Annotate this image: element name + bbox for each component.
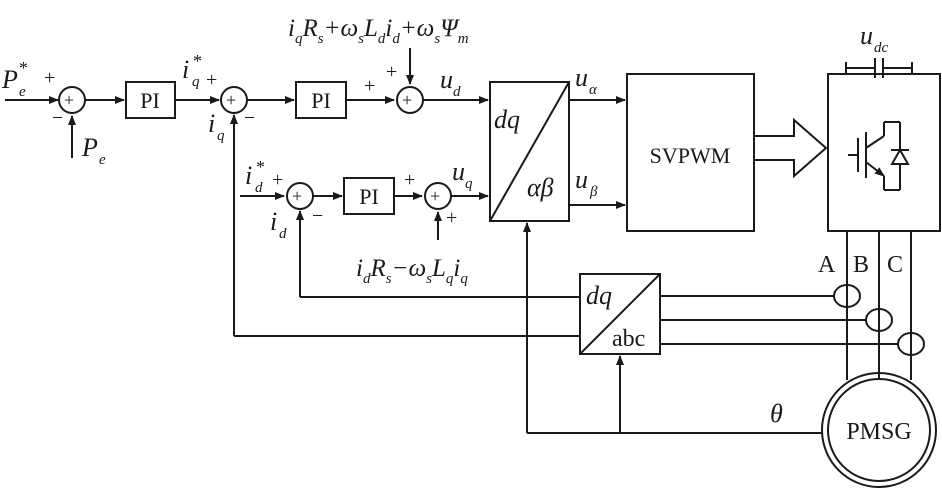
phase-a-label: A <box>818 252 836 278</box>
theta-label: θ <box>770 399 783 428</box>
pe-ref-sub: e <box>19 84 26 100</box>
dq-alphabeta-bottom-label: αβ <box>527 173 554 202</box>
phase-lines: A B C <box>818 231 912 380</box>
svpwm-block <box>626 73 755 232</box>
svpwm-label: SVPWM <box>650 143 731 168</box>
feedforward-d-text: iqRs+ωsLdid+ωsΨm <box>288 15 469 47</box>
pe-ref-label: P <box>1 65 18 94</box>
dq-abc-bottom-label: abc <box>612 326 645 352</box>
sum3-plus-top: + <box>386 61 397 83</box>
sum2-plus: + <box>206 69 217 91</box>
iq-ref-sub: q <box>192 74 200 90</box>
pe-meas-label: P <box>81 133 98 162</box>
phase-c-label: C <box>887 252 903 278</box>
sum1-plus: + <box>44 67 55 89</box>
pi-d-current-block <box>343 177 395 215</box>
pmsg-outer-ring <box>821 372 937 488</box>
sum4-minus: − <box>312 205 323 227</box>
sum3-plus-left: + <box>364 75 375 97</box>
iq-ref-label: i <box>182 55 189 84</box>
iq-meas-sub: q <box>217 128 225 144</box>
igbt-icon <box>848 121 910 191</box>
outer-power-loop: P e * + + − P e PI i q * + + − i q PI + … <box>1 15 489 168</box>
ualpha-sub: α <box>589 82 598 98</box>
phase-b-label: B <box>853 252 869 278</box>
dq-abc-top-label: dq <box>586 281 612 310</box>
sum4-plus: + <box>272 169 283 191</box>
ualpha-label: u <box>575 63 588 92</box>
sum2-minus: − <box>244 107 255 129</box>
iq-ref-star: * <box>193 51 202 71</box>
pe-meas-sub: e <box>99 152 106 168</box>
udc-sub: dc <box>874 40 889 56</box>
d-current-loop: i d * + + − i d PI + + + idRs−ωsLqiq u q <box>240 157 489 287</box>
sum5-plus-left: + <box>404 169 415 191</box>
sum4-inner-plus: + <box>292 186 302 206</box>
sum5-inner-plus: + <box>430 186 440 206</box>
dq-to-alphabeta-block: dq αβ <box>489 81 570 222</box>
sum1-inner-plus: + <box>64 90 74 110</box>
pmsg-machine <box>827 378 931 482</box>
abc-to-dq-block: dq abc <box>579 273 661 355</box>
dq-alphabeta-top-label: dq <box>494 105 520 134</box>
pwm-signal-arrow <box>754 117 828 179</box>
sum5-plus-bottom: + <box>446 207 457 229</box>
sum3-inner-plus: + <box>402 90 412 110</box>
ud-sub: d <box>453 84 461 100</box>
id-meas-sub: d <box>279 226 287 242</box>
id-ref-star: * <box>256 157 265 177</box>
sum2-inner-plus: + <box>226 90 236 110</box>
ud-label: u <box>440 65 453 94</box>
id-ref-sub: d <box>255 180 263 196</box>
pi-d-current-label: PI <box>359 184 379 209</box>
udc-label: u <box>860 21 873 50</box>
pe-ref-star: * <box>19 58 28 78</box>
id-ref-label: i <box>245 161 252 190</box>
pi-power-block <box>125 81 176 119</box>
uq-sub: q <box>465 176 473 192</box>
feedforward-q-text: idRs−ωsLqiq <box>356 255 468 287</box>
uq-label: u <box>452 157 465 186</box>
pi-power-label: PI <box>140 88 160 113</box>
id-meas-label: i <box>270 207 277 236</box>
ubeta-sub: β <box>589 184 598 200</box>
pi-q-current-label: PI <box>311 88 331 113</box>
ubeta-label: u <box>575 165 588 194</box>
iq-meas-label: i <box>208 109 215 138</box>
inverter-block: u dc <box>827 21 941 232</box>
pi-q-current-block <box>295 81 347 119</box>
pmsg-label: PMSG <box>846 419 911 445</box>
sum1-minus: − <box>52 107 63 129</box>
